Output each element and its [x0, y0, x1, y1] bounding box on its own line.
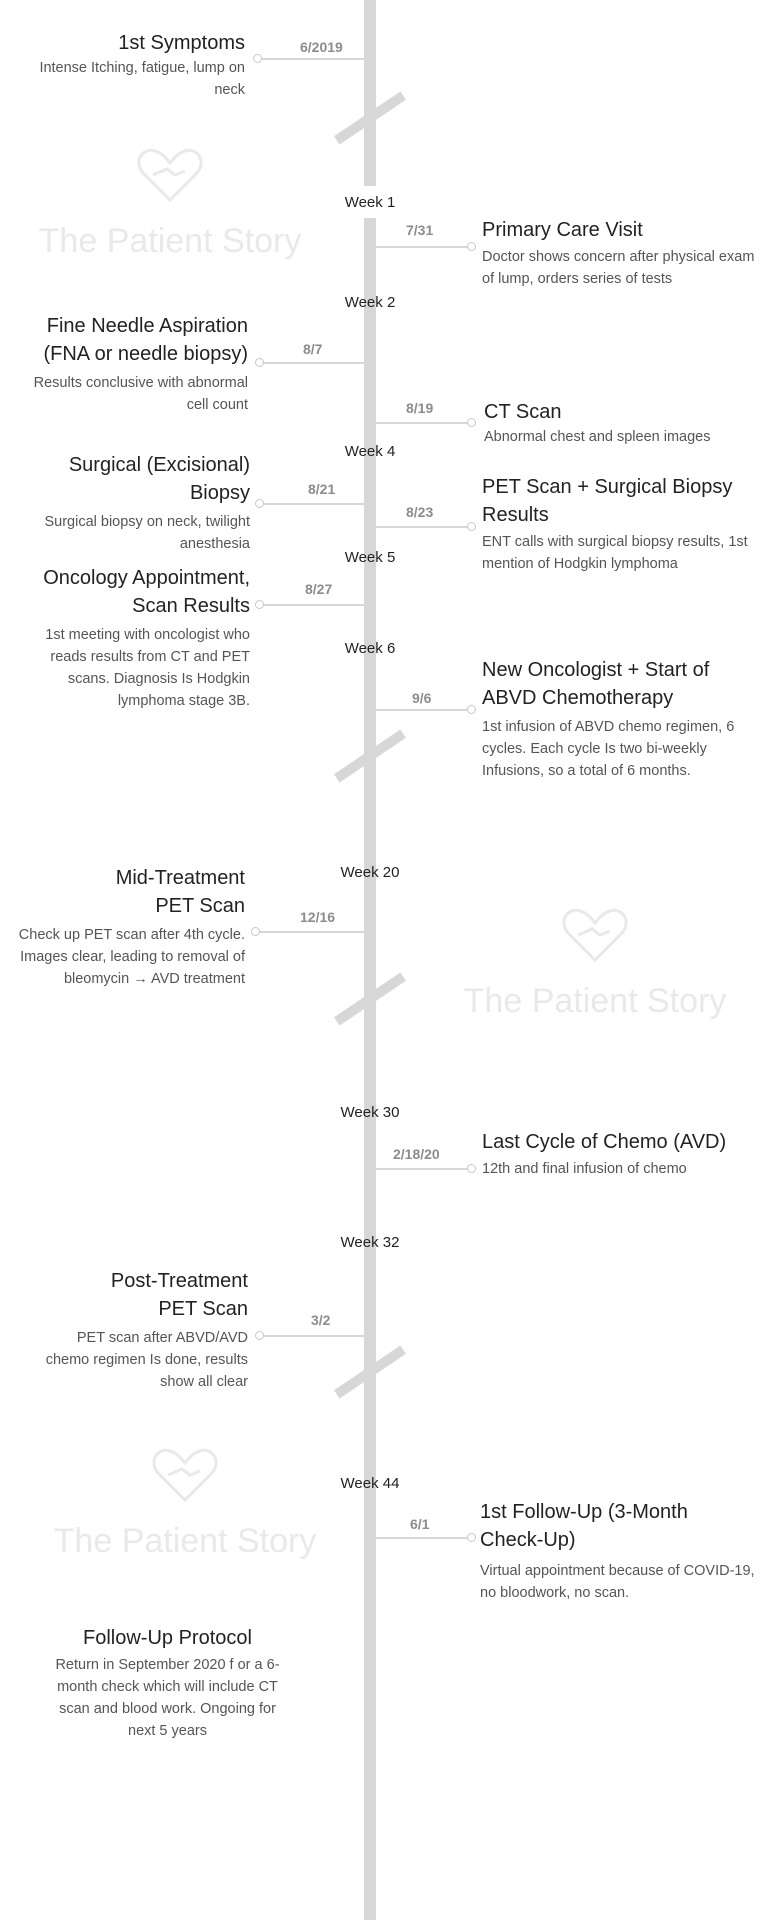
connector-dot — [255, 358, 264, 367]
event-abvd-chemotherapy: New Oncologist + Start of ABVD Chemother… — [482, 656, 767, 782]
connector-dot — [255, 600, 264, 609]
event-title: CT Scan — [484, 401, 562, 423]
event-title: 1st Symptoms — [118, 32, 245, 54]
event-title: Mid-Treatment PET Scan — [115, 867, 245, 917]
event-date: 2/18/20 — [393, 1146, 440, 1162]
connector-line — [376, 246, 470, 248]
connector-line — [262, 604, 364, 606]
event-desc: PET scan after ABVD/AVD chemo regimen Is… — [45, 1330, 248, 1390]
event-ct-scan: CT Scan Abnormal chest and spleen images — [484, 398, 764, 448]
connector-dot — [255, 499, 264, 508]
event-desc: Results conclusive with abnormal cell co… — [33, 375, 248, 413]
watermark: The Patient Story — [35, 1445, 335, 1561]
event-desc: Surgical biopsy on neck, twilight anesth… — [44, 514, 250, 552]
connector-dot — [467, 522, 476, 531]
connector-dot — [467, 242, 476, 251]
connector-line — [376, 709, 470, 711]
week-label: Week 20 — [340, 864, 400, 881]
watermark-text: The Patient Story — [53, 1522, 317, 1560]
connector-line — [376, 1168, 470, 1170]
event-primary-care-visit: Primary Care Visit Doctor shows concern … — [482, 216, 767, 290]
event-date: 9/6 — [412, 690, 432, 706]
event-title: Fine Needle Aspiration (FNA or needle bi… — [43, 315, 248, 365]
follow-up-protocol: Follow-Up Protocol Return in September 2… — [55, 1624, 280, 1742]
event-desc: Abnormal chest and spleen images — [484, 429, 711, 445]
event-date: 8/23 — [406, 504, 434, 520]
event-title: Last Cycle of Chemo (AVD) — [482, 1131, 727, 1153]
connector-line — [376, 526, 470, 528]
event-date: 3/2 — [311, 1312, 331, 1328]
event-oncology-appointment: Oncology Appointment, Scan Results 1st m… — [5, 564, 250, 712]
connector-line — [262, 1335, 364, 1337]
week-label: Week 1 — [344, 194, 396, 211]
event-fine-needle-aspiration: Fine Needle Aspiration (FNA or needle bi… — [10, 312, 248, 416]
connector-dot — [251, 927, 260, 936]
event-desc: Doctor shows concern after physical exam… — [482, 249, 755, 287]
timeline-spine — [364, 218, 376, 1920]
heart-hands-icon — [152, 1448, 218, 1503]
event-first-follow-up: 1st Follow-Up (3-Month Check-Up) Virtual… — [480, 1498, 755, 1604]
watermark: The Patient Story — [20, 145, 320, 261]
event-1st-symptoms: 1st Symptoms Intense Itching, fatigue, l… — [20, 29, 245, 101]
connector-dot — [253, 54, 262, 63]
event-date: 8/7 — [303, 341, 323, 357]
event-date: 6/2019 — [300, 39, 343, 55]
event-date: 12/16 — [300, 909, 336, 925]
event-desc: 1st meeting with oncologist who reads re… — [45, 627, 250, 709]
event-desc: Check up PET scan after 4th cycle. Image… — [18, 927, 245, 987]
event-title: New Oncologist + Start of ABVD Chemother… — [482, 659, 710, 709]
event-desc: 12th and final infusion of chemo — [482, 1161, 687, 1177]
event-date: 7/31 — [406, 222, 434, 238]
event-title: Oncology Appointment, Scan Results — [43, 567, 250, 617]
week-label: Week 4 — [344, 443, 396, 460]
event-mid-treatment-pet-scan: Mid-Treatment PET Scan Check up PET scan… — [15, 864, 245, 990]
event-title: PET Scan + Surgical Biopsy Results — [482, 476, 733, 526]
connector-dot — [467, 705, 476, 714]
connector-line — [260, 58, 364, 60]
connector-line — [376, 422, 470, 424]
connector-dot — [467, 1164, 476, 1173]
event-date: 6/1 — [410, 1516, 430, 1532]
event-post-treatment-pet-scan: Post-Treatment PET Scan PET scan after A… — [40, 1267, 248, 1393]
week-label: Week 30 — [340, 1104, 400, 1121]
connector-dot — [467, 418, 476, 427]
event-pet-scan-biopsy-results: PET Scan + Surgical Biopsy Results ENT c… — [482, 473, 767, 575]
event-title: Surgical (Excisional) Biopsy — [68, 454, 250, 504]
connector-dot — [467, 1533, 476, 1542]
week-label: Week 32 — [340, 1234, 400, 1251]
event-desc: Intense Itching, fatigue, lump on neck — [39, 60, 245, 98]
protocol-title: Follow-Up Protocol — [83, 1627, 252, 1649]
connector-line — [262, 503, 364, 505]
connector-line — [258, 931, 364, 933]
timeline-spine — [364, 0, 376, 186]
heart-hands-icon — [137, 148, 203, 203]
event-surgical-biopsy: Surgical (Excisional) Biopsy Surgical bi… — [40, 451, 250, 555]
event-date: 8/19 — [406, 400, 434, 416]
week-label: Week 5 — [344, 549, 396, 566]
week-label: Week 6 — [344, 640, 396, 657]
event-desc: ENT calls with surgical biopsy results, … — [482, 534, 748, 572]
event-desc: 1st infusion of ABVD chemo regimen, 6 cy… — [482, 719, 735, 779]
event-title: Post-Treatment PET Scan — [110, 1270, 248, 1320]
event-last-cycle-chemo: Last Cycle of Chemo (AVD) 12th and final… — [482, 1128, 767, 1180]
connector-line — [376, 1537, 470, 1539]
watermark-text: The Patient Story — [38, 222, 302, 260]
event-desc: Virtual appointment because of COVID-19,… — [480, 1563, 755, 1601]
event-date: 8/21 — [308, 481, 336, 497]
week-label: Week 44 — [340, 1475, 400, 1492]
watermark: The Patient Story — [445, 905, 745, 1021]
connector-line — [262, 362, 364, 364]
event-title: 1st Follow-Up (3-Month Check-Up) — [480, 1501, 688, 1551]
protocol-desc: Return in September 2020 f or a 6-month … — [55, 1657, 280, 1739]
week-label: Week 2 — [344, 294, 396, 311]
event-date: 8/27 — [305, 581, 333, 597]
event-title: Primary Care Visit — [482, 219, 643, 241]
watermark-text: The Patient Story — [463, 982, 727, 1020]
connector-dot — [255, 1331, 264, 1340]
heart-hands-icon — [562, 908, 628, 963]
